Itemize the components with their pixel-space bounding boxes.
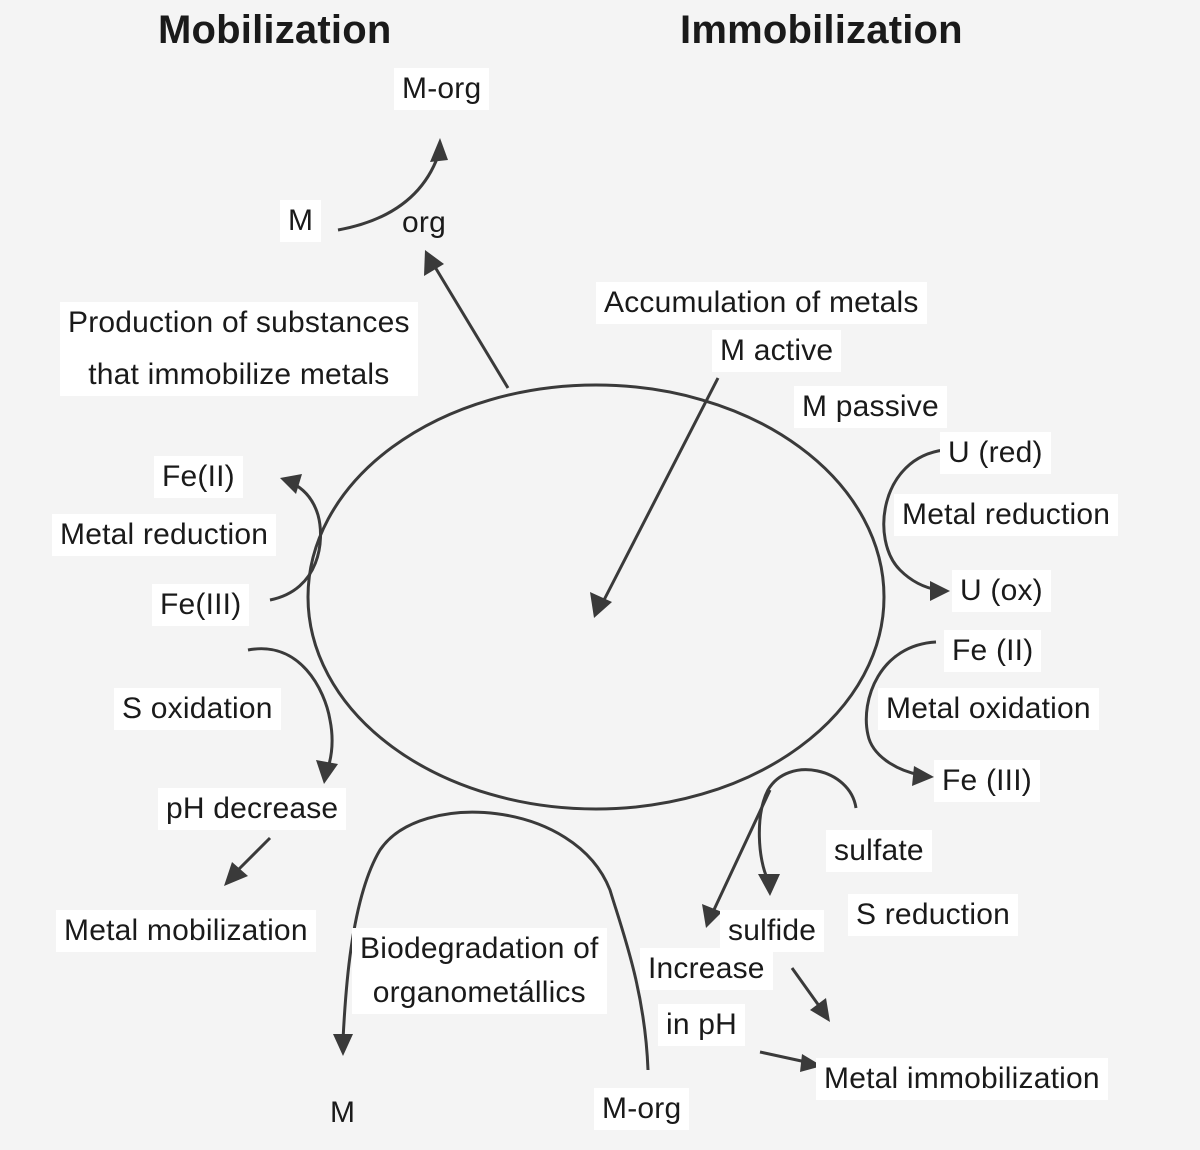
in-ph-label: in pH [658, 1004, 746, 1046]
fe-reduction-left-arrowhead [280, 474, 302, 494]
m-org-bottom-label: M-org [594, 1088, 690, 1130]
u-red-label: U (red) [940, 432, 1051, 474]
accumulation-arrowhead [590, 592, 612, 618]
increase-label: Increase [640, 948, 773, 990]
m-org-top-label: M-org [394, 68, 490, 110]
accumulation-arrow-line [602, 377, 720, 601]
s-reduction-label: S reduction [848, 894, 1018, 936]
metal-mobilization-label: Metal mobilization [56, 910, 316, 952]
immobilization-heading: Immobilization [680, 8, 963, 52]
methylation-arrowhead [430, 138, 448, 162]
m-passive-label: M passive [794, 386, 947, 428]
metal-reduction-left-label: Metal reduction [52, 514, 277, 556]
biodegradation-arrowhead [333, 1034, 353, 1056]
s-oxidation-arrowhead [316, 760, 338, 784]
fe-ii-right-label: Fe (II) [944, 630, 1042, 672]
ph-decrease-label: pH decrease [158, 788, 347, 830]
fe-iii-right-label: Fe (III) [934, 760, 1040, 802]
s-oxidation-arc [247, 647, 334, 769]
increase-ph-arrowhead [702, 904, 722, 928]
biodegradation-label: Biodegradation of organometállics [352, 928, 607, 1014]
production-line1: Production of substances [68, 306, 410, 339]
fe-ii-left-label: Fe(II) [154, 456, 243, 498]
ph-mob-arrowhead [224, 862, 248, 886]
m-bottom-label: M [330, 1096, 356, 1129]
s-reduction-arc [757, 768, 858, 881]
u-reduction-arrowhead [930, 581, 950, 601]
mobilization-heading: Mobilization [158, 8, 392, 52]
ph-mob-line [234, 836, 272, 874]
org-label: org [402, 206, 446, 239]
sulfide-immob-arrowhead [810, 998, 830, 1022]
production-label: Production of substances that immobilize… [60, 302, 418, 396]
methylation-arc [337, 149, 442, 232]
increase-ph-arrow-line [710, 789, 772, 915]
fe-oxidation-arrowhead [912, 766, 934, 786]
m-top-label: M [280, 200, 322, 242]
production-arrowhead [424, 250, 444, 276]
s-reduction-arrowhead [758, 874, 780, 896]
biodegradation-line1: Biodegradation of [360, 932, 599, 965]
u-ox-label: U (ox) [952, 570, 1051, 612]
m-active-label: M active [712, 330, 842, 372]
s-oxidation-label: S oxidation [114, 688, 281, 730]
cell-ellipse [306, 383, 886, 811]
fe-oxidation-arc [864, 640, 937, 777]
sulfide-label: sulfide [720, 910, 825, 952]
metal-oxidation-label: Metal oxidation [878, 688, 1099, 730]
metal-immobilization-label: Metal immobilization [816, 1058, 1108, 1100]
sulfide-immob-line [790, 967, 824, 1011]
u-reduction-arc [882, 448, 945, 592]
production-line2: that immobilize metals [88, 358, 390, 391]
biodegradation-line2: organometállics [372, 976, 586, 1009]
biodegradation-arc [341, 810, 650, 1071]
metal-reduction-right-label: Metal reduction [894, 494, 1119, 536]
fe-reduction-left-arc [269, 481, 322, 602]
ph-immob-line [759, 1050, 807, 1064]
fe-iii-left-label: Fe(III) [152, 584, 250, 626]
production-arrow-line [430, 261, 510, 389]
accumulation-label: Accumulation of metals [596, 282, 927, 324]
sulfate-label: sulfate [826, 830, 932, 872]
